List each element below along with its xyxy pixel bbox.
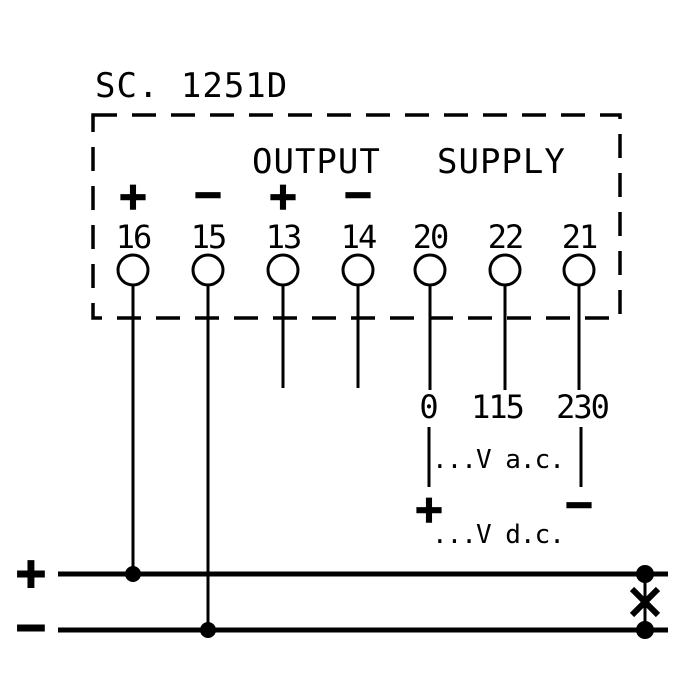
polarity-plus-icon: +	[270, 171, 297, 222]
terminal-circle	[413, 253, 447, 287]
terminal-circle	[341, 253, 375, 287]
terminal-16: + 16	[116, 170, 153, 573]
terminal-22: 22	[488, 218, 524, 390]
terminal-number: 21	[562, 218, 597, 256]
terminal-circle	[191, 253, 225, 287]
polarity-minus-icon: −	[345, 169, 372, 220]
terminal-number: 22	[488, 218, 523, 256]
terminal-15: − 15	[191, 168, 227, 630]
terminal-number: 14	[341, 218, 376, 256]
device-title: SC. 1251D	[95, 66, 288, 106]
terminal-circle	[116, 253, 150, 287]
terminal-number: 13	[266, 218, 301, 256]
voltage-tap-0: 0	[419, 388, 437, 426]
polarity-minus-icon: −	[195, 169, 222, 220]
terminal-13: + 13	[266, 170, 302, 388]
section-label-output: OUTPUT	[252, 142, 381, 182]
terminal-circle	[266, 253, 300, 287]
dc-plus-icon: +	[416, 484, 443, 535]
terminal-14: − 14	[341, 168, 378, 388]
bus-plus-icon: +	[17, 545, 46, 601]
dc-minus-icon: −	[566, 479, 593, 530]
terminal-number: 15	[191, 218, 226, 256]
terminal-21: 21	[562, 218, 599, 390]
junction-dot-16-positive	[125, 566, 141, 582]
polarity-plus-icon: +	[120, 171, 147, 222]
source-cross-icon	[629, 586, 661, 618]
terminal-number: 20	[413, 218, 448, 256]
bus-minus-icon: −	[17, 599, 46, 655]
terminal-circle	[488, 253, 522, 287]
terminal-circle	[562, 253, 596, 287]
voltage-tap-115: 115	[471, 388, 523, 426]
terminal-20: 20	[413, 218, 450, 390]
junction-dot-15-negative	[200, 622, 216, 638]
ac-voltage-label: ...V a.c.	[432, 445, 564, 475]
dc-voltage-label: ...V d.c.	[432, 520, 564, 550]
terminal-number: 16	[116, 218, 151, 256]
section-label-supply: SUPPLY	[437, 142, 566, 182]
voltage-tap-230: 230	[556, 388, 609, 426]
